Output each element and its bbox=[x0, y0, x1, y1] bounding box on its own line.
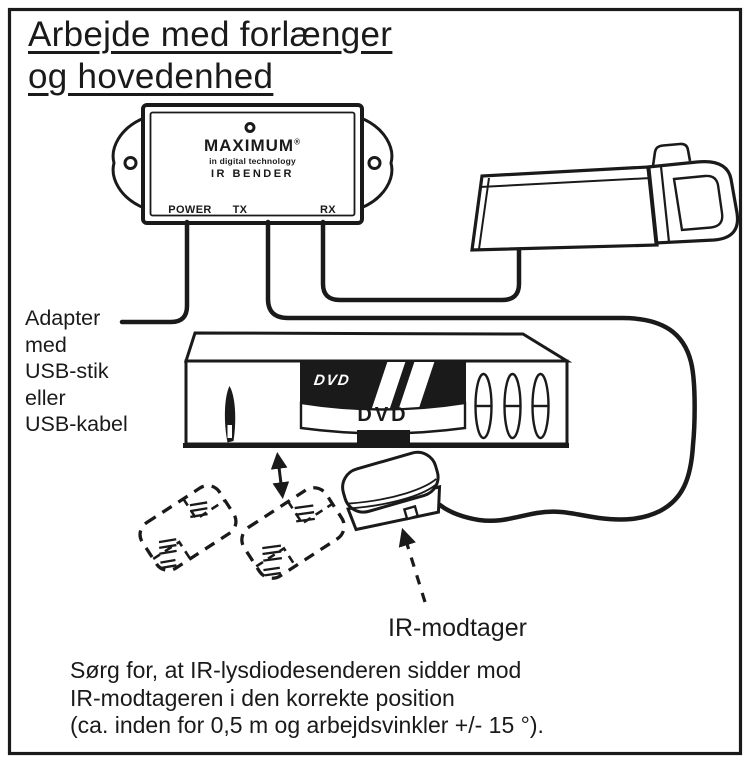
dvd-tray-foot bbox=[357, 430, 410, 445]
dvd-power-button-slot bbox=[227, 425, 232, 438]
adapter-label-line5: USB-kabel bbox=[25, 412, 128, 436]
port-label-tx: TX bbox=[232, 204, 248, 216]
device-brand: MAXIMUM® bbox=[143, 136, 362, 156]
device-inner-frame bbox=[149, 111, 356, 217]
cap-seam-1 bbox=[647, 167, 659, 245]
receiver-pointer-arrow bbox=[398, 527, 427, 603]
adapter-label: Adapter med USB-stik eller USB-kabel bbox=[25, 305, 128, 438]
adapter-label-line4: eller bbox=[25, 385, 66, 410]
dvd-disc-tray bbox=[299, 401, 467, 435]
usb-stick-top-edge bbox=[479, 177, 652, 188]
adapter-label-line1: Adapter bbox=[25, 306, 101, 330]
page-title-line1: Arbejde med forlænger bbox=[28, 15, 393, 54]
page-title: Arbejde med forlænger og hovedenhed bbox=[28, 14, 392, 98]
page-title-line2: og hovedenhed bbox=[28, 57, 274, 96]
hatch-marks bbox=[262, 504, 315, 577]
dvd-top-face bbox=[183, 331, 573, 363]
ir-emitter-left bbox=[138, 484, 238, 572]
receiver-rim-2 bbox=[348, 478, 437, 505]
cap-clip-window bbox=[672, 174, 724, 232]
device-tagline: in digital technology bbox=[209, 156, 296, 166]
screw-hole-right bbox=[367, 156, 382, 170]
dvd-display-logo: DVD bbox=[312, 372, 352, 389]
dvd-power-button bbox=[224, 386, 236, 443]
power-cable bbox=[119, 219, 190, 325]
tx-cable-to-ir-receiver bbox=[265, 219, 697, 523]
registered-mark: ® bbox=[294, 137, 301, 147]
adapter-label-line2: med bbox=[25, 332, 67, 357]
device-model: IR BENDER bbox=[210, 168, 294, 180]
usb-stick-clip-tab bbox=[651, 142, 692, 167]
usb-stick bbox=[470, 142, 740, 252]
usb-stick-left-edge bbox=[478, 177, 490, 250]
page-border bbox=[7, 7, 743, 756]
screw-hole-left bbox=[123, 156, 138, 170]
receiver-jack bbox=[402, 504, 420, 521]
brand-text: MAXIMUM bbox=[203, 136, 295, 155]
receiver-rim-1 bbox=[349, 482, 439, 510]
ir-receiver bbox=[341, 450, 442, 532]
note-line2: IR-modtageren i den korrekte position bbox=[70, 684, 455, 711]
dvd-player bbox=[183, 331, 573, 448]
rx-cable-to-usb-stick bbox=[320, 219, 522, 303]
device-body bbox=[141, 103, 364, 225]
ir-bender-device bbox=[111, 103, 394, 225]
adapter-label-line3: USB-stik bbox=[25, 359, 109, 383]
receiver-top-face bbox=[341, 450, 440, 514]
port-label-rx: RX bbox=[319, 204, 337, 216]
port-label-power: POWER bbox=[168, 204, 212, 216]
dvd-panel-stripes bbox=[370, 362, 436, 410]
led-hole bbox=[244, 122, 256, 133]
note-line3: (ca. inden for 0,5 m og arbejdsvinkler +… bbox=[70, 712, 544, 738]
ir-emitter-right bbox=[240, 486, 346, 580]
instruction-note: Sørg for, at IR-lysdiodesenderen sidder … bbox=[70, 657, 544, 740]
cap-seam-2 bbox=[659, 166, 671, 243]
note-line1: Sørg for, at IR-lysdiodesenderen sidder … bbox=[70, 657, 522, 683]
dvd-tray-label: DVD bbox=[357, 404, 409, 426]
dvd-front-buttons bbox=[474, 372, 550, 440]
usb-stick-cap bbox=[646, 160, 740, 245]
hatch-marks bbox=[158, 501, 208, 570]
ir-receiver-label: IR-modtager bbox=[388, 614, 527, 642]
distance-arrow bbox=[270, 451, 290, 500]
